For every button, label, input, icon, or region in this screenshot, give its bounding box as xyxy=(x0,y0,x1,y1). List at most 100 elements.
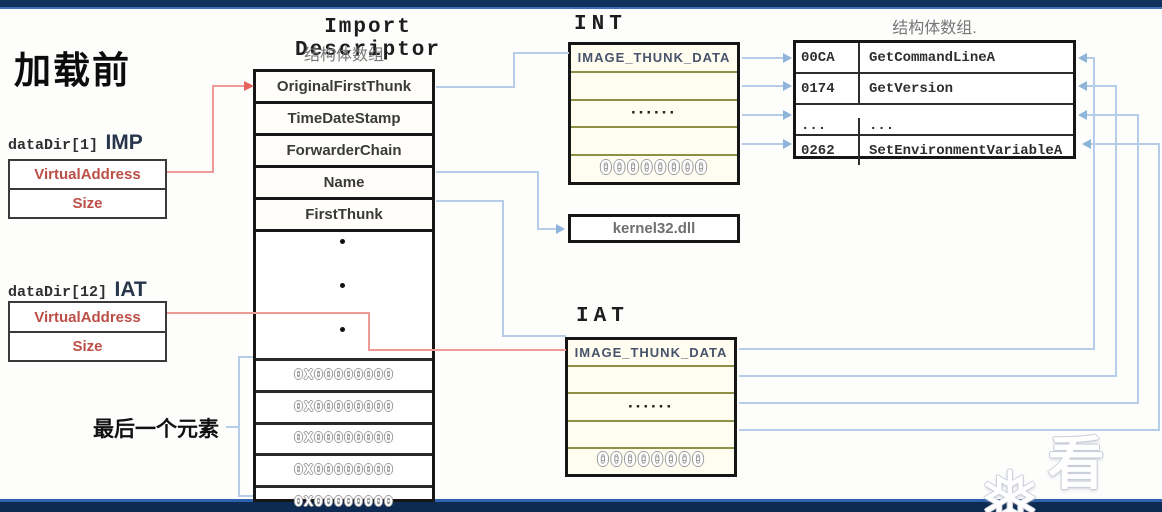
blue-connector-name-dll xyxy=(537,171,539,230)
iat-row-ellipsis: ······ xyxy=(568,394,734,422)
int-row-zero: 00000000 xyxy=(599,157,709,181)
blue-connector-name-dll xyxy=(436,171,539,173)
kernel32-box: kernel32.dll xyxy=(568,214,740,243)
zero-row: 0X00000000 xyxy=(256,358,432,390)
watermark: ❅ 看雪 xyxy=(978,418,1162,512)
bottom-blue-line xyxy=(0,499,1162,502)
name-table-row: ... ... xyxy=(796,105,1073,136)
int-table: IMAGE_THUNK_DATA ······ 00000000 xyxy=(568,42,740,185)
bracket-top-stub xyxy=(238,356,253,358)
blue-connector-oft-int xyxy=(436,86,515,88)
bracket-connector-line xyxy=(226,426,239,428)
snowflake-icon: ❅ xyxy=(978,457,1042,512)
datadir-iat-box: VirtualAddress Size xyxy=(8,301,167,362)
ordinal-value: ... xyxy=(801,118,827,134)
datadir-imp-label: dataDir[1] IMP xyxy=(8,131,143,155)
function-name: GetCommandLineA xyxy=(869,49,996,66)
name-table-row: 00CA GetCommandLineA xyxy=(796,43,1073,74)
int-to-name-arrow xyxy=(742,57,784,59)
watermark-brand: 看雪 xyxy=(1047,432,1109,496)
zero-row: 0X00000000 xyxy=(256,485,432,512)
field-name: Name xyxy=(256,168,432,200)
red-connector-iat xyxy=(368,312,370,351)
datadir-imp-virtualaddress: VirtualAddress xyxy=(10,161,165,190)
iat-wrap-line-2 xyxy=(1115,85,1117,377)
blue-connector-ft-iat xyxy=(436,200,504,202)
blue-connector-ft-iat xyxy=(502,200,504,337)
red-connector-imp xyxy=(212,85,214,173)
datadir-iat-code: dataDir[12] xyxy=(8,284,108,301)
last-element-label: 最后一个元素 xyxy=(93,418,219,441)
iat-wrap-line-4 xyxy=(739,429,1160,431)
function-name: SetEnvironmentVariableA xyxy=(869,142,1063,159)
red-connector-imp xyxy=(167,171,214,173)
ordinal-value: 00CA xyxy=(801,49,835,66)
iat-title: IAT xyxy=(576,305,629,328)
top-blue-line xyxy=(0,7,1162,9)
iat-wrap-line-1 xyxy=(1093,57,1095,350)
int-row-empty xyxy=(571,73,737,101)
iat-wrap-line-3 xyxy=(1137,114,1139,404)
zero-row: 0X00000000 xyxy=(256,389,432,422)
function-name: GetVersion xyxy=(869,80,954,97)
blue-arrowhead xyxy=(1082,139,1091,149)
blue-arrowhead xyxy=(783,139,792,149)
iat-row-empty xyxy=(568,367,734,395)
field-firstthunk: FirstThunk xyxy=(256,200,432,232)
blue-arrowhead xyxy=(783,110,792,120)
int-row-empty xyxy=(571,128,737,157)
import-descriptor-title: Import Descriptor xyxy=(294,16,442,62)
blue-arrowhead xyxy=(556,224,565,234)
kernel32-label: kernel32.dll xyxy=(612,220,696,237)
red-connector-imp xyxy=(212,85,245,87)
red-connector-iat xyxy=(167,312,370,314)
datadir-iat-tag: IAT xyxy=(114,278,147,301)
name-table: 00CA GetCommandLineA 0174 GetVersion ...… xyxy=(793,40,1076,165)
blue-arrowhead xyxy=(783,81,792,91)
iat-row-thunkdata: IMAGE_THUNK_DATA xyxy=(568,340,734,368)
iat-row-zero: 00000000 xyxy=(596,449,706,473)
blue-arrowhead xyxy=(1078,53,1087,63)
name-table-title: 结构体数组. xyxy=(892,20,977,37)
bottom-navy-bar xyxy=(0,502,1162,512)
import-descriptor-box: OriginalFirstThunk TimeDateStamp Forward… xyxy=(253,69,435,511)
ellipsis-dot xyxy=(340,327,345,332)
blue-connector-oft-int xyxy=(513,52,569,54)
bracket-vertical-line xyxy=(238,356,240,497)
page-title: 加载前 xyxy=(14,50,131,91)
int-row-ellipsis: ······ xyxy=(571,101,737,129)
blue-connector-name-dll xyxy=(537,228,557,230)
iat-wrap-line-4 xyxy=(1091,143,1160,145)
function-name: ... xyxy=(869,118,895,134)
blue-arrowhead xyxy=(1078,81,1087,91)
field-timedatestamp: TimeDateStamp xyxy=(256,104,432,136)
blue-connector-oft-int xyxy=(513,52,515,88)
field-originalfirstthunk: OriginalFirstThunk xyxy=(256,72,432,104)
zero-row: 0X00000000 xyxy=(256,453,432,485)
iat-row-empty xyxy=(568,422,734,449)
blue-connector-ft-iat xyxy=(502,335,566,337)
iat-wrap-line-3 xyxy=(739,402,1139,404)
red-connector-iat xyxy=(368,349,566,351)
datadir-iat-label: dataDir[12] IAT xyxy=(8,278,147,302)
top-navy-bar xyxy=(0,0,1162,7)
datadir-iat-size: Size xyxy=(10,333,165,360)
descriptor-ellipsis-area xyxy=(256,217,432,358)
int-to-name-arrow xyxy=(742,143,784,145)
field-forwarderchain: ForwarderChain xyxy=(256,136,432,168)
red-arrowhead xyxy=(244,81,254,91)
zero-row: 0X00000000 xyxy=(256,421,432,454)
datadir-imp-code: dataDir[1] xyxy=(8,137,99,154)
bracket-bottom-stub xyxy=(238,495,253,497)
int-title: INT xyxy=(574,13,627,36)
ordinal-value: 0174 xyxy=(801,80,835,97)
import-descriptor-subtitle: 结构体数组 xyxy=(303,47,384,64)
iat-wrap-line-1 xyxy=(739,348,1095,350)
ellipsis-dot xyxy=(340,283,345,288)
ellipsis-dot xyxy=(340,239,345,244)
int-row-thunkdata: IMAGE_THUNK_DATA xyxy=(571,45,737,73)
descriptor-zero-rows: 0X00000000 0X00000000 0X00000000 0X00000… xyxy=(256,358,432,512)
name-table-row: 0174 GetVersion xyxy=(796,74,1073,105)
datadir-imp-box: VirtualAddress Size xyxy=(8,159,167,219)
